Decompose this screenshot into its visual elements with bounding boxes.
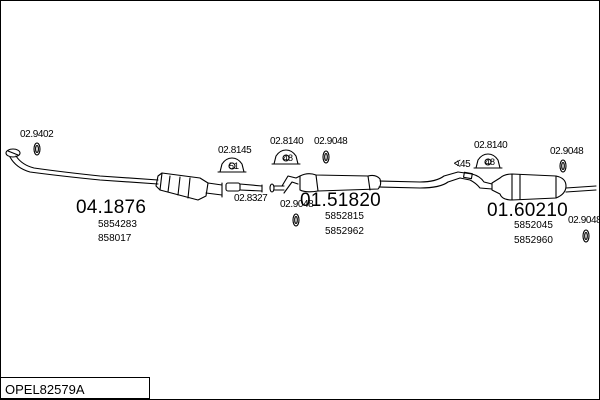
label-mount-4: 02.9048: [280, 199, 314, 210]
page-title: OPEL82579A: [5, 382, 85, 397]
label-front-gasket: 02.9402: [20, 129, 54, 140]
label-rear-oe-1: 5852045: [514, 220, 553, 231]
label-mount-6: 02.9048: [550, 146, 584, 157]
rubber-mount-icon: [473, 153, 503, 169]
o-ring-icon: [322, 150, 330, 164]
middle-silencer: [281, 171, 493, 194]
label-rear-oe-2: 5852960: [514, 235, 553, 246]
gasket-ring-icon: [33, 142, 41, 156]
o-ring-icon: [582, 229, 590, 243]
angle-symbol-icon: ∢: [453, 159, 461, 170]
intermediate-pipe: [225, 182, 263, 193]
label-middle-part-number: 01.51820: [300, 190, 381, 211]
label-front-oe-2: 858017: [98, 233, 132, 244]
o-ring-icon: [292, 213, 300, 227]
mount-2-tag: 48: [283, 153, 294, 163]
mount-1-tag: 51: [229, 161, 240, 171]
label-angle: 45: [460, 159, 471, 170]
label-rear-part-number: 01.60210: [487, 200, 568, 221]
front-pipe: [5, 148, 159, 185]
label-mount-3: 02.9048: [314, 136, 348, 147]
title-box: OPEL82579A: [0, 377, 150, 399]
label-mount-1: 02.8145: [218, 145, 252, 156]
label-front-oe-1: 5854283: [98, 219, 137, 230]
catalytic-converter: [155, 172, 223, 201]
label-front-part-number: 04.1876: [76, 197, 147, 218]
rear-silencer: [491, 173, 597, 201]
label-clamp: 02.8327: [234, 193, 268, 204]
label-mount-5: 02.8140: [474, 140, 508, 151]
label-middle-oe-1: 5852815: [325, 211, 364, 222]
label-mount-7: 02.9048: [568, 215, 600, 226]
rubber-mount-icon: [271, 149, 301, 165]
label-middle-oe-2: 5852962: [325, 226, 364, 237]
o-ring-icon: [559, 159, 567, 173]
label-mount-2: 02.8140: [270, 136, 304, 147]
mount-5-tag: 48: [485, 157, 496, 167]
rubber-mount-icon: [217, 157, 247, 173]
